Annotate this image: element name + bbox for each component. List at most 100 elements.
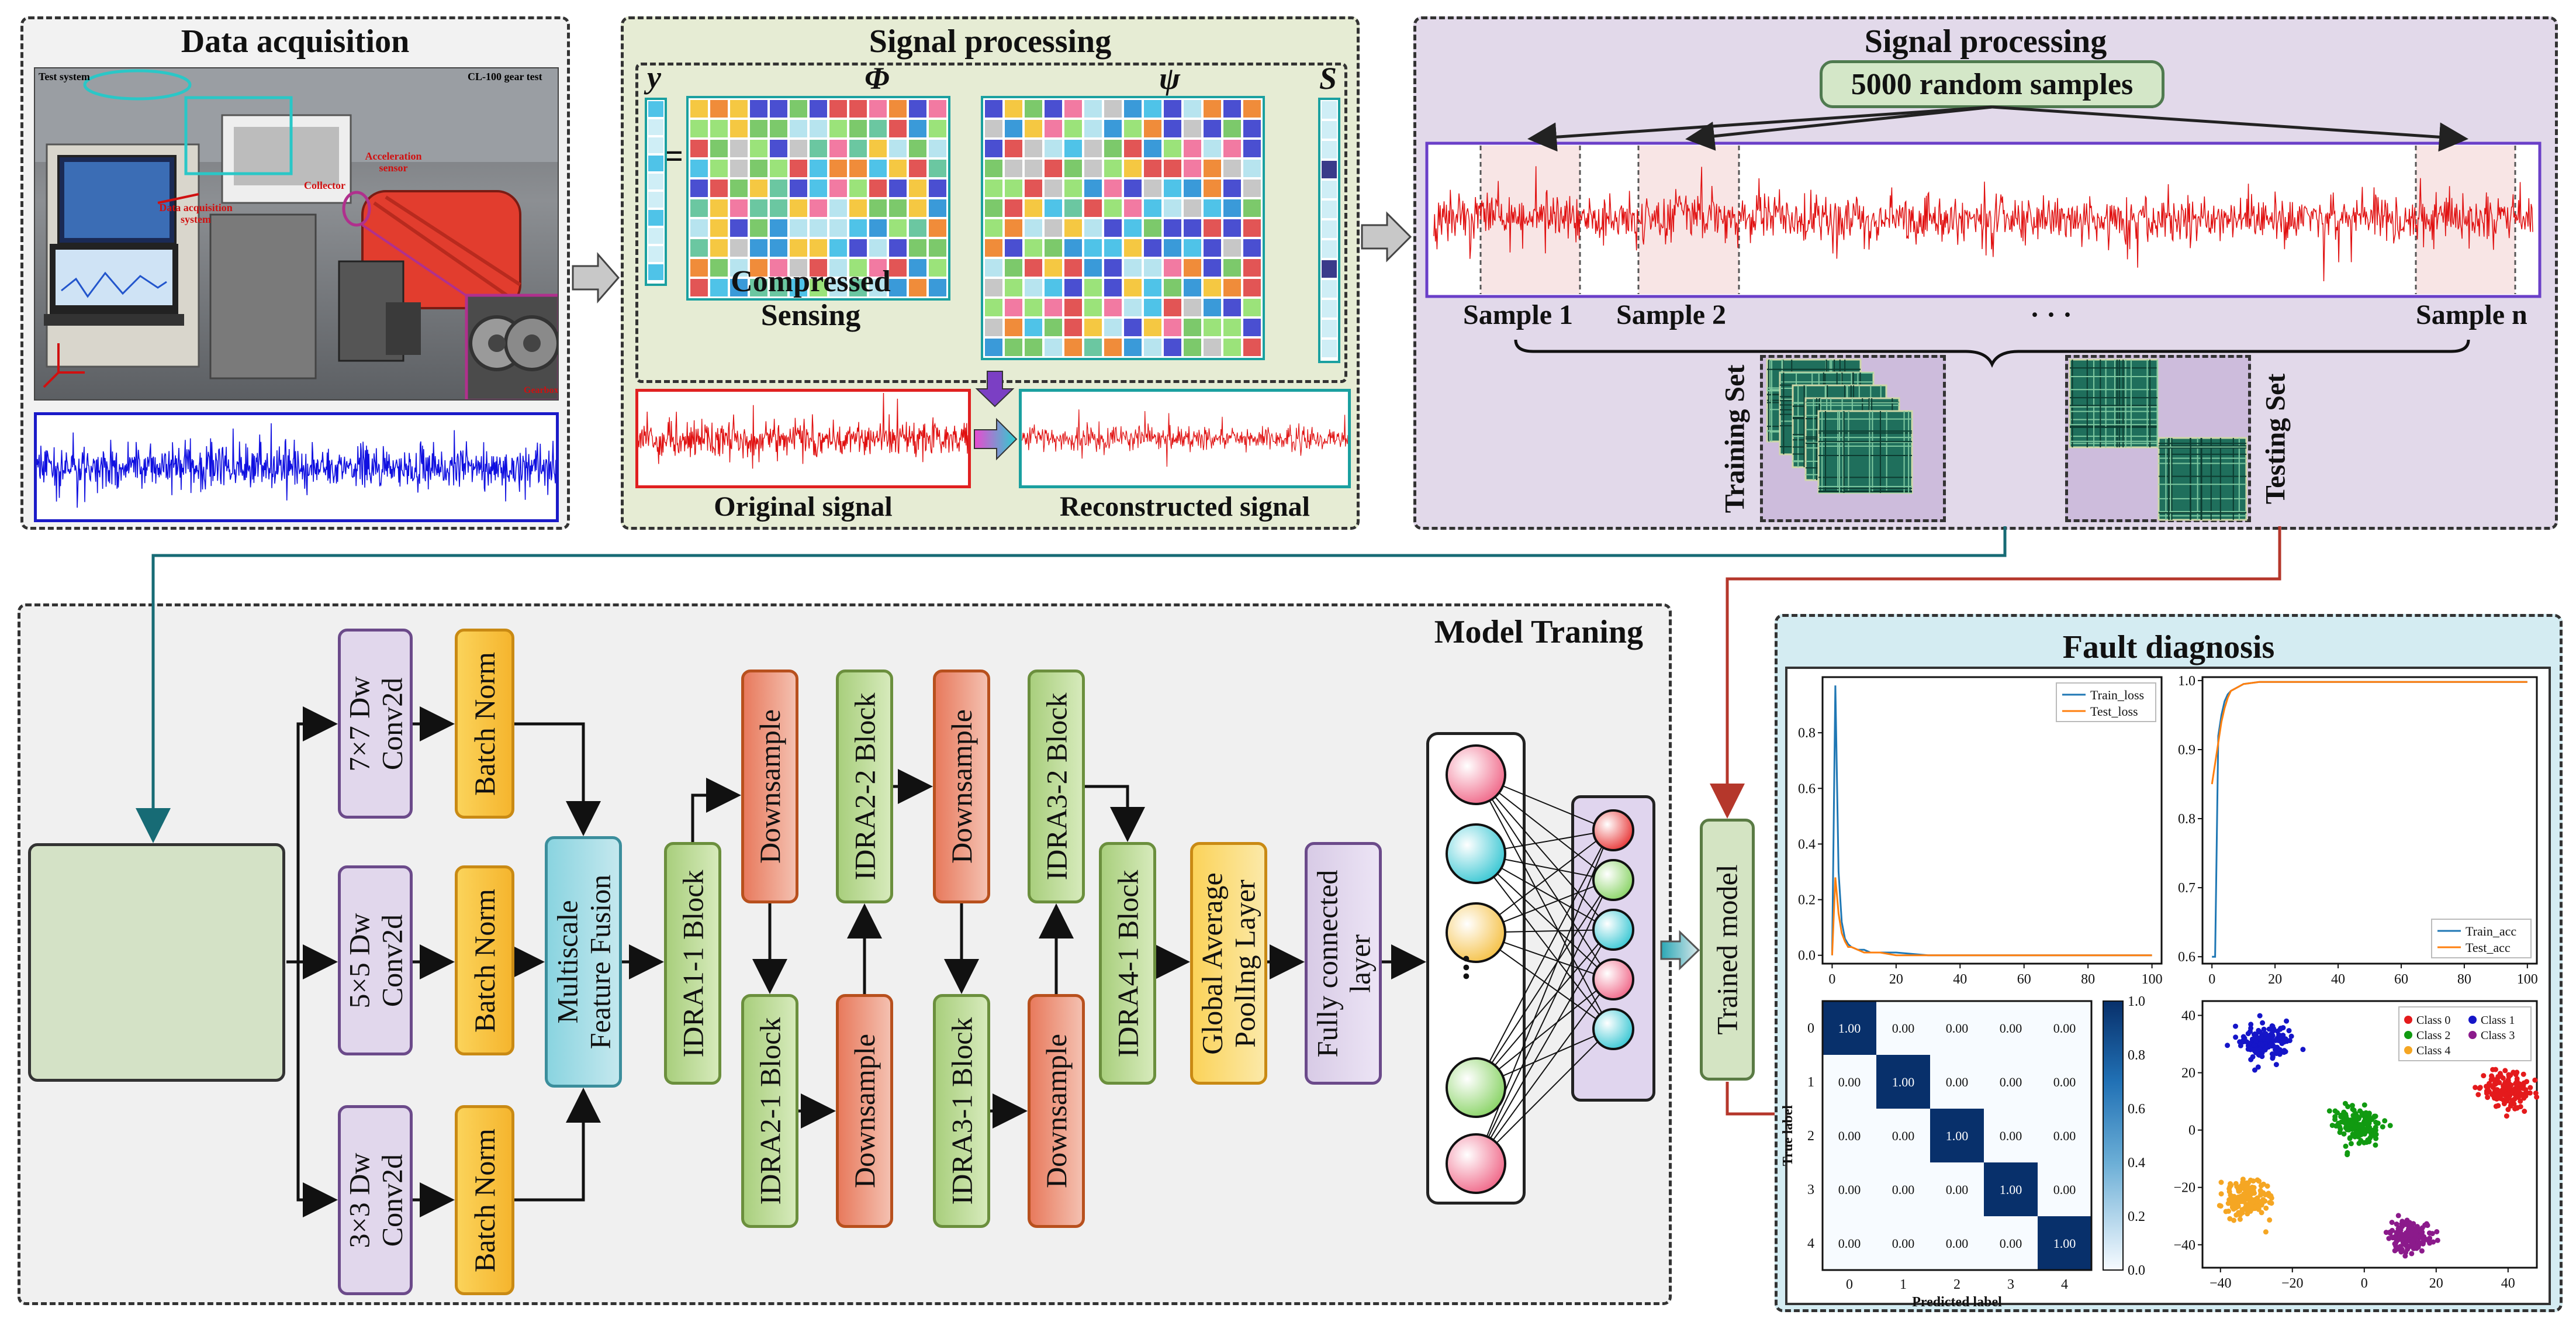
phi-matrix-cell <box>929 140 946 157</box>
batchnorm-block-1: Batch Norm <box>455 629 514 819</box>
cm-colorbar <box>2103 1000 2124 1271</box>
tsne-point <box>2332 1117 2338 1122</box>
cm-cell <box>2038 1109 2091 1162</box>
phi-matrix-cell <box>849 239 867 257</box>
cm-cell <box>1823 1216 1876 1270</box>
psi-matrix-cell <box>1005 160 1022 177</box>
tsne-point <box>2380 1124 2385 1130</box>
phi-matrix-cell <box>909 239 926 257</box>
psi-matrix-cell <box>1025 339 1042 356</box>
tsne-point <box>2246 1045 2252 1051</box>
psi-matrix-cell <box>1204 100 1221 118</box>
psi-matrix-cell <box>1084 339 1102 356</box>
phi-matrix-cell <box>889 100 907 118</box>
psi-matrix-cell <box>1124 180 1142 197</box>
cm-cell-value: 0.00 <box>1946 1075 1969 1089</box>
s-vector-cell <box>1322 201 1337 218</box>
trained-model-block: Trained model <box>1700 819 1755 1081</box>
psi-matrix-cell <box>1164 239 1181 257</box>
psi-matrix-cell <box>1164 339 1181 356</box>
loss-chart-xtick-label: 60 <box>2017 972 2031 987</box>
tsne-point <box>2260 1197 2266 1203</box>
original-signal-label: Original signal <box>714 491 893 522</box>
psi-matrix-cell <box>1184 140 1201 157</box>
cm-cell-value: 0.00 <box>2000 1236 2022 1251</box>
phi-matrix-cell <box>829 239 847 257</box>
tsne-point <box>2248 1057 2254 1062</box>
phi-matrix-cell <box>690 259 708 277</box>
nn-edge <box>1475 979 1611 1164</box>
acc-chart-ytick-label: 0.9 <box>2178 743 2195 758</box>
phi-matrix-cell <box>750 140 767 157</box>
psi-matrix-cell <box>1144 219 1161 237</box>
loss-chart-ytick-label: 0.0 <box>1798 948 1816 964</box>
cm-cell <box>1876 1001 1930 1055</box>
phi-matrix-cell <box>770 199 787 217</box>
tsne-point <box>2257 1046 2263 1052</box>
tsne-point <box>2252 1204 2257 1210</box>
phi-matrix-cell <box>690 140 708 157</box>
cm-cell-value: 1.00 <box>1946 1129 1969 1143</box>
tsne-point <box>2259 1182 2264 1188</box>
tsne-ytick-label: 0 <box>2188 1123 2195 1138</box>
tsne-point <box>2409 1251 2415 1257</box>
phi-matrix-cell <box>710 100 728 118</box>
tsne-point <box>2264 1192 2270 1198</box>
tsne-point <box>2477 1085 2482 1091</box>
tsne-point <box>2512 1106 2518 1112</box>
phi-matrix-cell <box>889 120 907 137</box>
y-vector-cell <box>648 264 663 280</box>
tsne-point <box>2506 1074 2512 1079</box>
psi-matrix-cell <box>1045 259 1062 277</box>
tsne-point <box>2357 1123 2363 1129</box>
cm-ytick-label: 0 <box>1807 1021 1814 1036</box>
s-vector-cell <box>1322 300 1337 318</box>
cm-cell-value: 0.00 <box>1946 1236 1969 1251</box>
tsne-point <box>2229 1204 2235 1210</box>
reconstructed-signal-plot <box>1019 389 1351 488</box>
tsne-point <box>2286 1028 2292 1034</box>
psi-matrix-cell <box>1084 259 1102 277</box>
phi-matrix-cell <box>889 279 907 296</box>
cm-cell <box>1823 1001 1876 1055</box>
tsne-point <box>2245 1211 2250 1217</box>
cm-cell <box>1930 1109 1984 1162</box>
psi-matrix-cell <box>985 180 1002 197</box>
psi-matrix-cell <box>1045 199 1062 217</box>
psi-matrix-cell <box>1223 140 1241 157</box>
psi-matrix-cell <box>985 120 1002 137</box>
psi-matrix-cell <box>1223 219 1241 237</box>
nn-edge <box>1475 853 1611 1030</box>
psi-matrix-cell <box>1223 279 1241 296</box>
psi-matrix-cell <box>1104 299 1122 316</box>
tsne-point <box>2345 1152 2350 1158</box>
fault-diagnosis-title: Fault diagnosis <box>2062 629 2275 665</box>
phi-matrix-cell <box>869 219 887 237</box>
y-vector-cell <box>648 192 663 208</box>
fully-connected-block: Fully connected layer <box>1305 842 1382 1085</box>
s-vector-cell <box>1322 220 1337 238</box>
psi-matrix-cell <box>1064 319 1082 336</box>
cm-cell-value: 0.00 <box>1838 1129 1861 1143</box>
psi-matrix-cell <box>1184 180 1201 197</box>
psi-matrix-cell <box>1064 279 1082 296</box>
psi-matrix-cell <box>1124 319 1142 336</box>
cm-cell <box>1823 1162 1876 1216</box>
tsne-point <box>2218 1191 2224 1197</box>
tsne-point <box>2260 1020 2266 1026</box>
phi-matrix-cell <box>790 160 807 177</box>
phi-matrix-cell <box>849 259 867 277</box>
phi-matrix-cell <box>770 180 787 197</box>
tsne-point <box>2263 1229 2269 1235</box>
psi-matrix-cell <box>1124 239 1142 257</box>
phi-matrix-cell <box>730 100 748 118</box>
phi-matrix-cell <box>690 100 708 118</box>
phi-matrix-cell <box>869 180 887 197</box>
tsne-point <box>2349 1103 2355 1109</box>
phi-matrix-cell <box>929 199 946 217</box>
psi-matrix-cell <box>1184 299 1201 316</box>
tsne-point <box>2490 1085 2496 1090</box>
s-vector-cell <box>1322 181 1337 198</box>
psi-matrix-cell <box>1124 279 1142 296</box>
tsne-legend-swatch <box>2468 1016 2477 1024</box>
